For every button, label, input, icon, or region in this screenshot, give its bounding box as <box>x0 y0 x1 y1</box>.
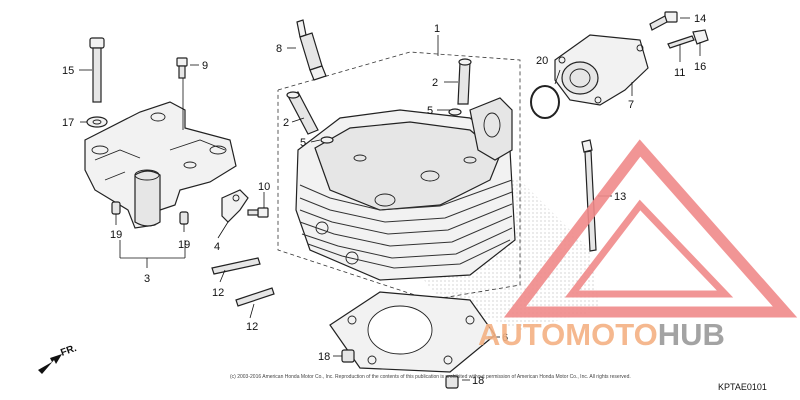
spark-plug <box>296 19 327 81</box>
studs-12 <box>211 257 275 307</box>
bolt-15 <box>86 37 108 128</box>
callout-5b: 5 <box>300 137 306 149</box>
callout-2a: 2 <box>432 77 438 89</box>
dowel-pin <box>179 211 189 225</box>
watermark-logo-icon <box>503 139 798 318</box>
callout-8: 8 <box>276 43 282 55</box>
callout-20: 20 <box>536 55 548 67</box>
front-direction-indicator: FR. <box>38 343 78 374</box>
head-gasket <box>329 291 496 373</box>
callout-16: 16 <box>694 61 706 73</box>
callout-9: 9 <box>202 60 208 72</box>
callout-2b: 2 <box>283 117 289 129</box>
callout-4: 4 <box>214 241 220 253</box>
direction-label: FR. <box>59 343 78 359</box>
callout-13: 13 <box>614 191 626 203</box>
callout-11: 11 <box>674 67 685 79</box>
callout-18a: 18 <box>318 351 330 363</box>
dowel-pin-18 <box>341 349 355 363</box>
dowel-pin-18 <box>445 375 459 389</box>
callout-5a: 5 <box>427 105 433 117</box>
watermark: AUTOMOTOHUB <box>478 139 798 352</box>
copyright-text: (c) 2003-2016 American Honda Motor Co., … <box>230 374 631 380</box>
callout-12b: 12 <box>246 321 258 333</box>
rocker-holder-assembly <box>84 101 237 229</box>
callout-6: 6 <box>502 332 508 344</box>
callout-14: 14 <box>694 13 706 25</box>
dowel-pin <box>111 201 121 215</box>
bolt-9 <box>176 57 188 79</box>
callout-3: 3 <box>144 273 150 285</box>
callout-12a: 12 <box>212 287 224 299</box>
intake-pipe <box>554 34 649 106</box>
callout-18b: 18 <box>472 375 484 387</box>
bolt-13 <box>581 139 597 252</box>
watermark-text-auto: AUTOMOTOHUB <box>478 317 725 352</box>
callout-15: 15 <box>62 65 74 77</box>
callout-19a: 19 <box>110 229 122 241</box>
direction-arrow-icon <box>38 354 62 374</box>
callout-10: 10 <box>258 181 270 193</box>
callout-1: 1 <box>434 23 440 35</box>
callout-7: 7 <box>628 99 634 111</box>
callout-19b: 19 <box>178 239 190 251</box>
callout-17: 17 <box>62 117 74 129</box>
leader-lines <box>79 17 701 381</box>
o-ring <box>530 85 560 119</box>
plate-4 <box>221 189 269 223</box>
cylinder-head <box>295 97 516 281</box>
assembly-outline <box>277 51 521 301</box>
diagram-code: KPTAE0101 <box>718 382 767 392</box>
callouts: 15 17 9 19 19 3 4 10 12 12 8 1 2 5 2 5 2… <box>62 13 706 387</box>
intake-fasteners <box>649 11 709 49</box>
valve-guides <box>286 58 472 144</box>
